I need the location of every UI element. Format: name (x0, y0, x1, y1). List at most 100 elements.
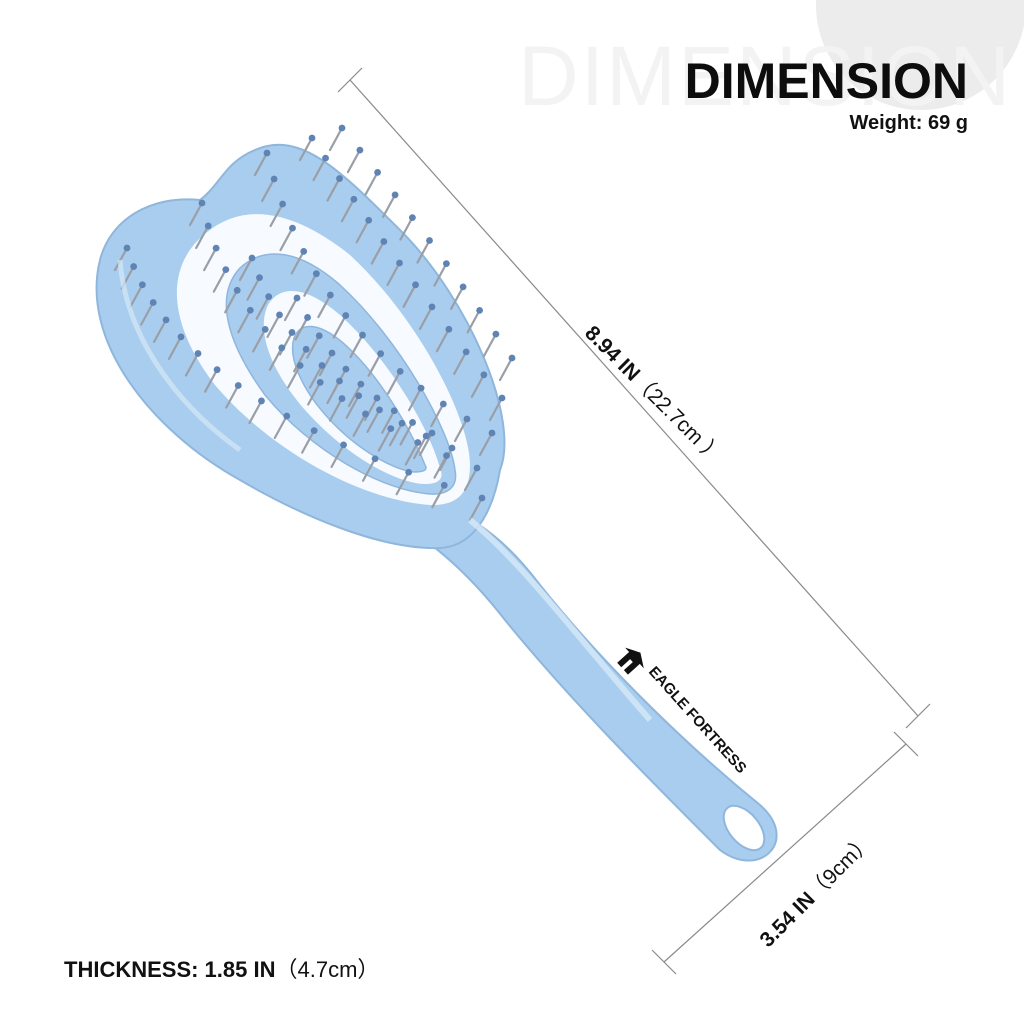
bristle (470, 373, 485, 398)
bristle (113, 246, 129, 272)
bristle-tip (288, 329, 296, 336)
bristle (433, 454, 448, 479)
bristle (238, 256, 254, 282)
page-title: DIMENSION (684, 53, 968, 109)
bristle (307, 381, 322, 406)
bristle-tips (123, 124, 516, 502)
bristle-tip (258, 397, 265, 405)
bristle (404, 441, 419, 466)
bristle-tip (391, 191, 399, 199)
bristle-tip (315, 332, 323, 340)
bristle-tip (376, 406, 383, 414)
bristle-tip (276, 311, 283, 319)
bristle-tip (350, 195, 358, 203)
bristle-tip (265, 293, 273, 301)
bristle (453, 417, 469, 443)
thickness-metric: （4.7cm） (275, 957, 380, 982)
bristle (212, 268, 227, 293)
bristle-tip (428, 429, 436, 437)
bristle (366, 408, 381, 433)
bristle (167, 335, 183, 360)
bristle (418, 431, 434, 457)
bristle (399, 421, 414, 446)
bristle-tip (396, 259, 403, 267)
bristle (377, 427, 392, 452)
bristle (266, 313, 281, 338)
handle-hole (722, 804, 766, 852)
bristle (382, 193, 397, 218)
bristle-tip (308, 134, 316, 142)
thickness-value: THICKNESS: 1.85 IN (64, 957, 276, 982)
bristle (237, 309, 252, 334)
bristle-tip (405, 468, 413, 476)
bristle-tip (398, 419, 406, 427)
bristle-tip (328, 349, 336, 357)
bristle (395, 471, 410, 496)
bristle (364, 171, 379, 196)
thickness-label: THICKNESS: 1.85 IN（4.7cm） (64, 952, 379, 984)
bristle (416, 239, 431, 264)
bristle-tip (498, 394, 506, 402)
bristle (430, 402, 445, 428)
bristle-tip (340, 441, 347, 449)
bristle (195, 224, 210, 250)
bristle-tip (278, 344, 286, 352)
bristle (301, 429, 316, 454)
bristle (330, 443, 345, 468)
bristle (418, 305, 434, 330)
bristle-tip (198, 199, 206, 207)
bristle (303, 272, 318, 297)
bristle-tip (296, 362, 304, 369)
bristle (290, 250, 305, 275)
bristle-tip (371, 455, 379, 463)
bristle (252, 328, 267, 353)
bristle-tip (248, 254, 256, 262)
bristle-tip (263, 149, 271, 157)
bristle (407, 387, 423, 412)
bristle-tip (422, 432, 430, 440)
bristle (367, 352, 382, 377)
bristle (246, 276, 261, 301)
bristle-tip (443, 260, 450, 267)
bristle-tip (310, 427, 318, 435)
bristle-tip (443, 452, 450, 460)
brush-handle (403, 503, 778, 862)
bristle (413, 434, 428, 460)
bristle-tip (478, 494, 486, 502)
bristle-tip (322, 154, 329, 162)
bristle-tip (390, 407, 398, 415)
bristle-tip (362, 410, 369, 418)
bristle (352, 412, 367, 438)
bristle (152, 318, 168, 343)
bristle-tip (338, 395, 346, 402)
ghost-title: DIMENSION (518, 29, 1013, 123)
bristle-tip (459, 283, 467, 291)
bristle (482, 333, 497, 358)
bristle-tip (336, 377, 343, 385)
bristle (433, 262, 448, 287)
bristle-tip (426, 237, 433, 244)
bristle (349, 333, 364, 359)
bristle-tip (300, 247, 308, 255)
bristle-tip (473, 464, 481, 472)
bristle (387, 370, 402, 395)
bristle-tip (476, 307, 483, 314)
bristle (399, 216, 414, 241)
bristle-tip (440, 481, 448, 489)
bristle-tip (365, 216, 373, 224)
bristle-tip (445, 325, 453, 333)
bristle-tip (336, 175, 343, 182)
bristle (318, 351, 334, 377)
hair-brush: EAGLE FORTRESS (95, 124, 778, 862)
bristle-tip (138, 281, 146, 289)
bristle-tip (488, 429, 496, 437)
bristle-tip (338, 124, 346, 132)
bristle (224, 289, 239, 314)
bristle-tip (414, 439, 422, 446)
bristle-tip (439, 400, 447, 408)
bristle-tip (380, 238, 388, 245)
bristle (326, 177, 341, 202)
bristle (188, 201, 204, 227)
bristle (308, 364, 324, 389)
bristle-tip (387, 425, 395, 432)
